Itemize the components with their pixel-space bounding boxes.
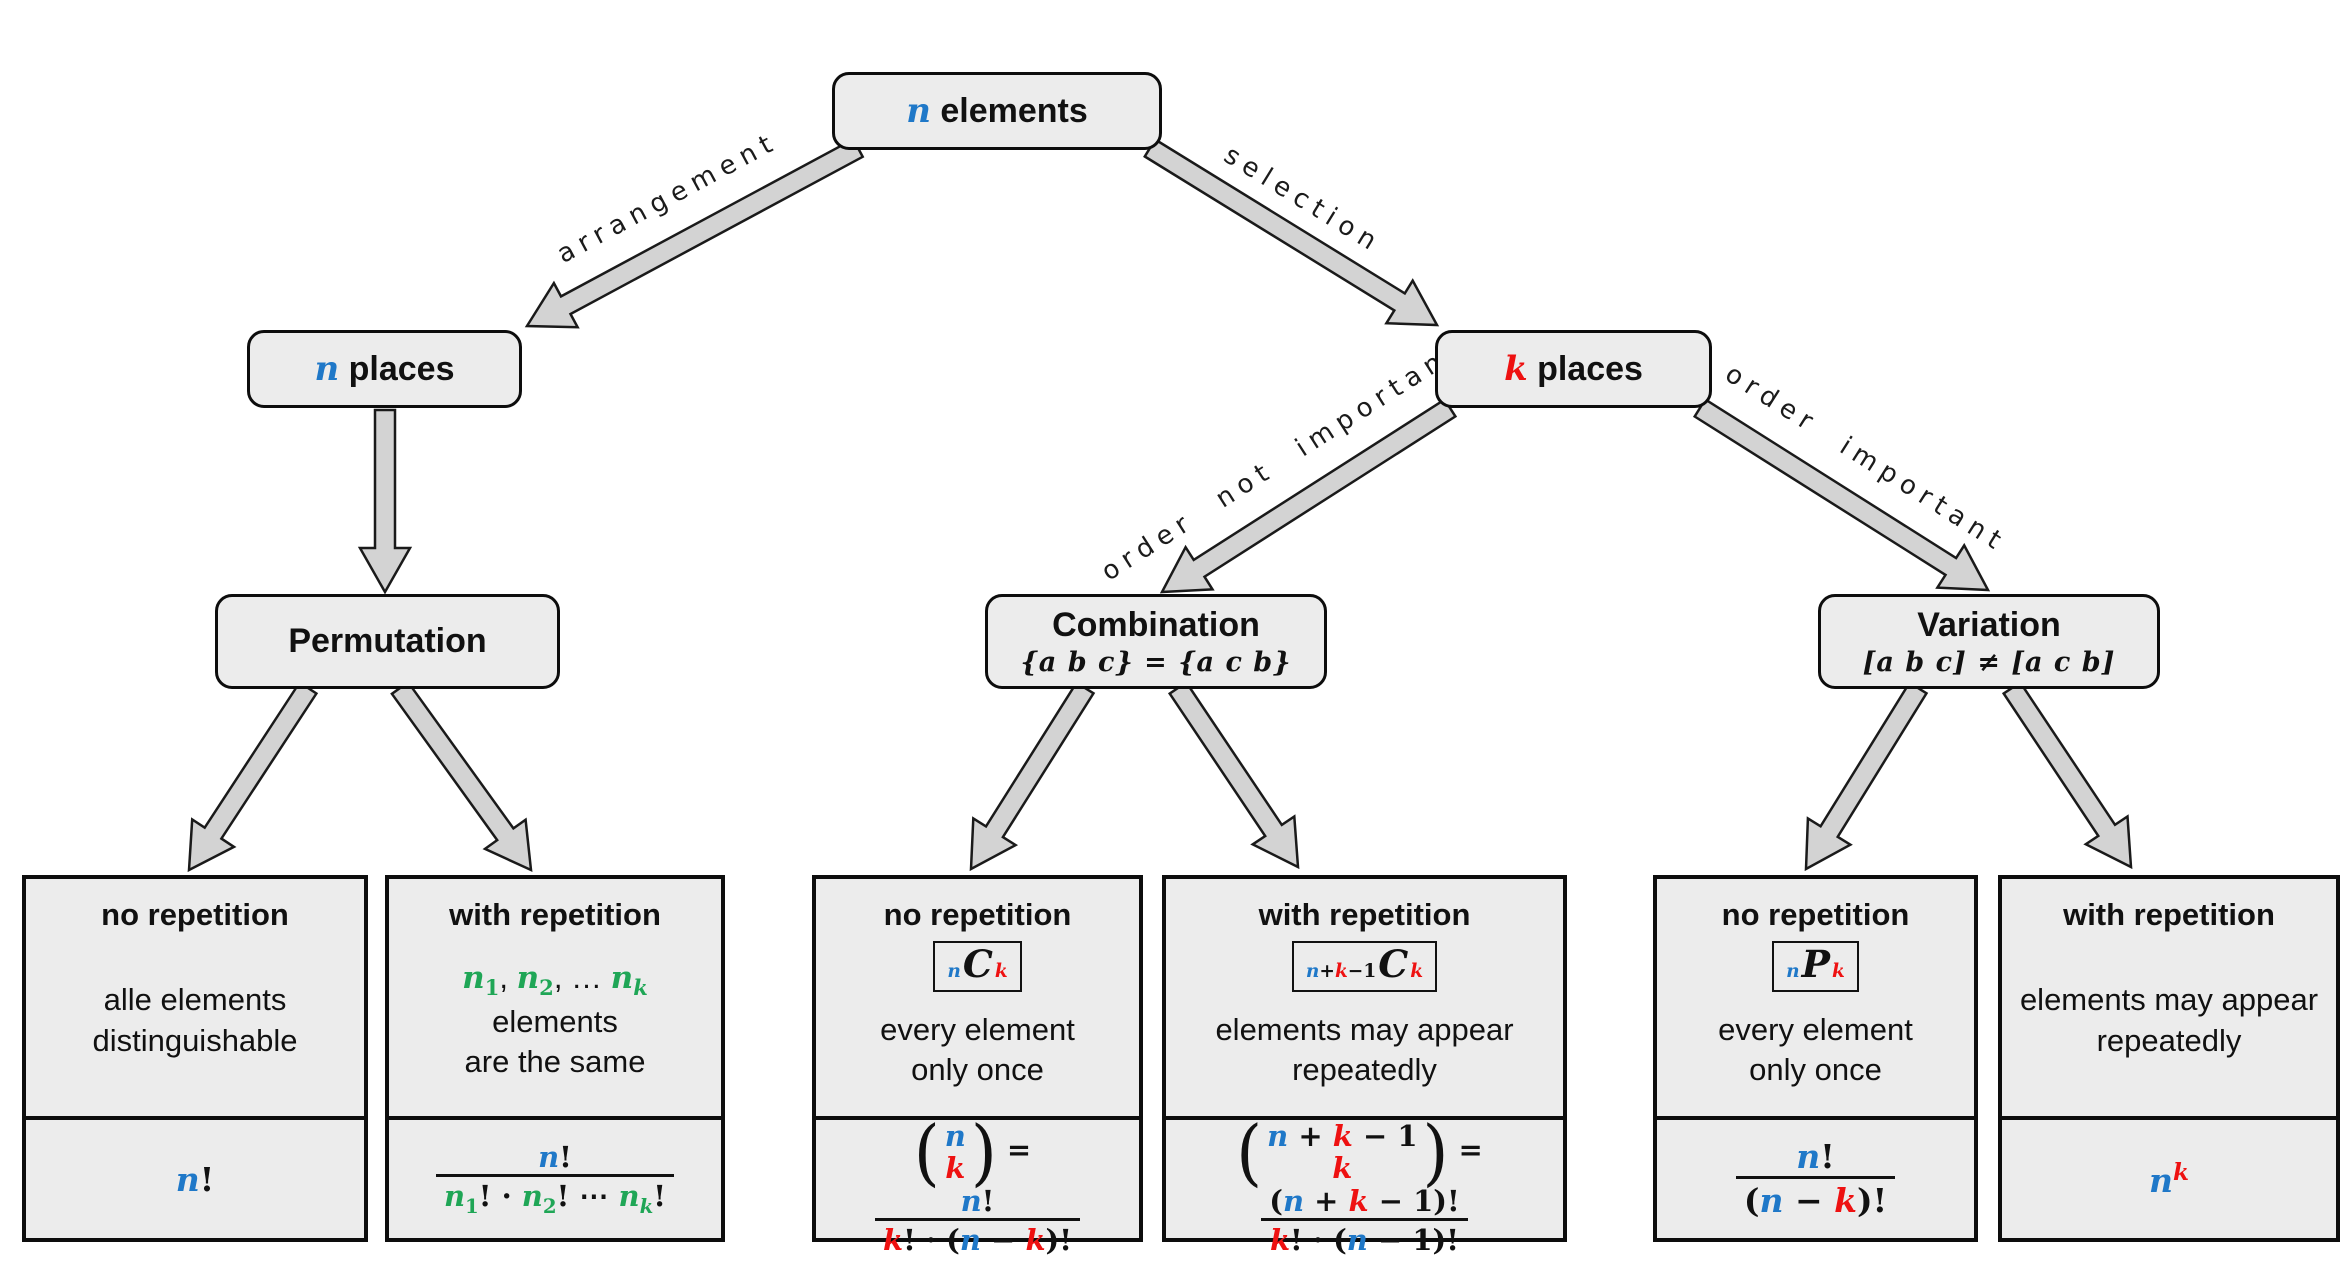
leaf-heading: no repetition <box>1721 897 1910 932</box>
edge-arrow-combination <box>1159 397 1458 594</box>
edge-arrow-permutation-with-repetition <box>390 680 533 873</box>
leaf-heading: with repetition <box>2063 897 2275 932</box>
node-combination-subtitle: {a b c} = {a c b} <box>1020 646 1292 678</box>
edge-arrow-variation-with-repetition <box>2001 680 2133 870</box>
node-variation: Variation [a b c] ≠ [a c b] <box>1818 594 2160 689</box>
leaf-formula: n!(n − k)! <box>1735 1138 1896 1220</box>
node-variation-subtitle: [a b c] ≠ [a c b] <box>1862 646 2116 678</box>
leaf-heading: no repetition <box>101 897 289 932</box>
node-variation-title: Variation <box>1917 605 2061 644</box>
leaf-formula-section: n!(n − k)! <box>1657 1120 1974 1238</box>
node-n-places-label: n places <box>314 349 455 389</box>
node-combination: Combination {a b c} = {a c b} <box>985 594 1327 689</box>
leaf-formula: nk <box>2148 1158 2189 1200</box>
node-n-elements: n elements <box>832 72 1162 150</box>
edge-arrow-combination-no-repetition <box>969 680 1096 872</box>
leaf-formula-section: nk <box>2002 1120 2336 1238</box>
edge-arrow-combination-with-repetition <box>1167 680 1300 870</box>
node-permutation: Permutation <box>215 594 560 689</box>
leaf-formula-section: n! <box>26 1120 364 1238</box>
leaf-heading: with repetition <box>449 897 661 932</box>
node-n-places: n places <box>247 330 522 408</box>
leaf-formula-section: n!n1! · n2! ⋯ nk! <box>389 1120 721 1238</box>
leaf-heading: no repetition <box>883 897 1072 932</box>
leaf-formula: n! <box>175 1159 215 1199</box>
edge-arrow-variation-no-repetition <box>1804 680 1929 872</box>
edge-arrow-n_places <box>524 137 865 329</box>
node-n-elements-label: n elements <box>906 91 1088 131</box>
edge-arrow-k_places <box>1143 137 1440 327</box>
node-permutation-title: Permutation <box>288 622 487 660</box>
edge-arrow-permutation-no-repetition <box>187 680 319 873</box>
edge-arrow-permutation <box>357 408 413 595</box>
leaf-heading: with repetition <box>1258 897 1471 932</box>
edge-arrow-variation <box>1692 397 1991 592</box>
node-k-places-label: k places <box>1504 349 1643 389</box>
node-k-places: k places <box>1435 330 1712 408</box>
node-combination-title: Combination <box>1052 605 1260 644</box>
leaf-formula: n!n1! · n2! ⋯ nk! <box>435 1140 675 1218</box>
